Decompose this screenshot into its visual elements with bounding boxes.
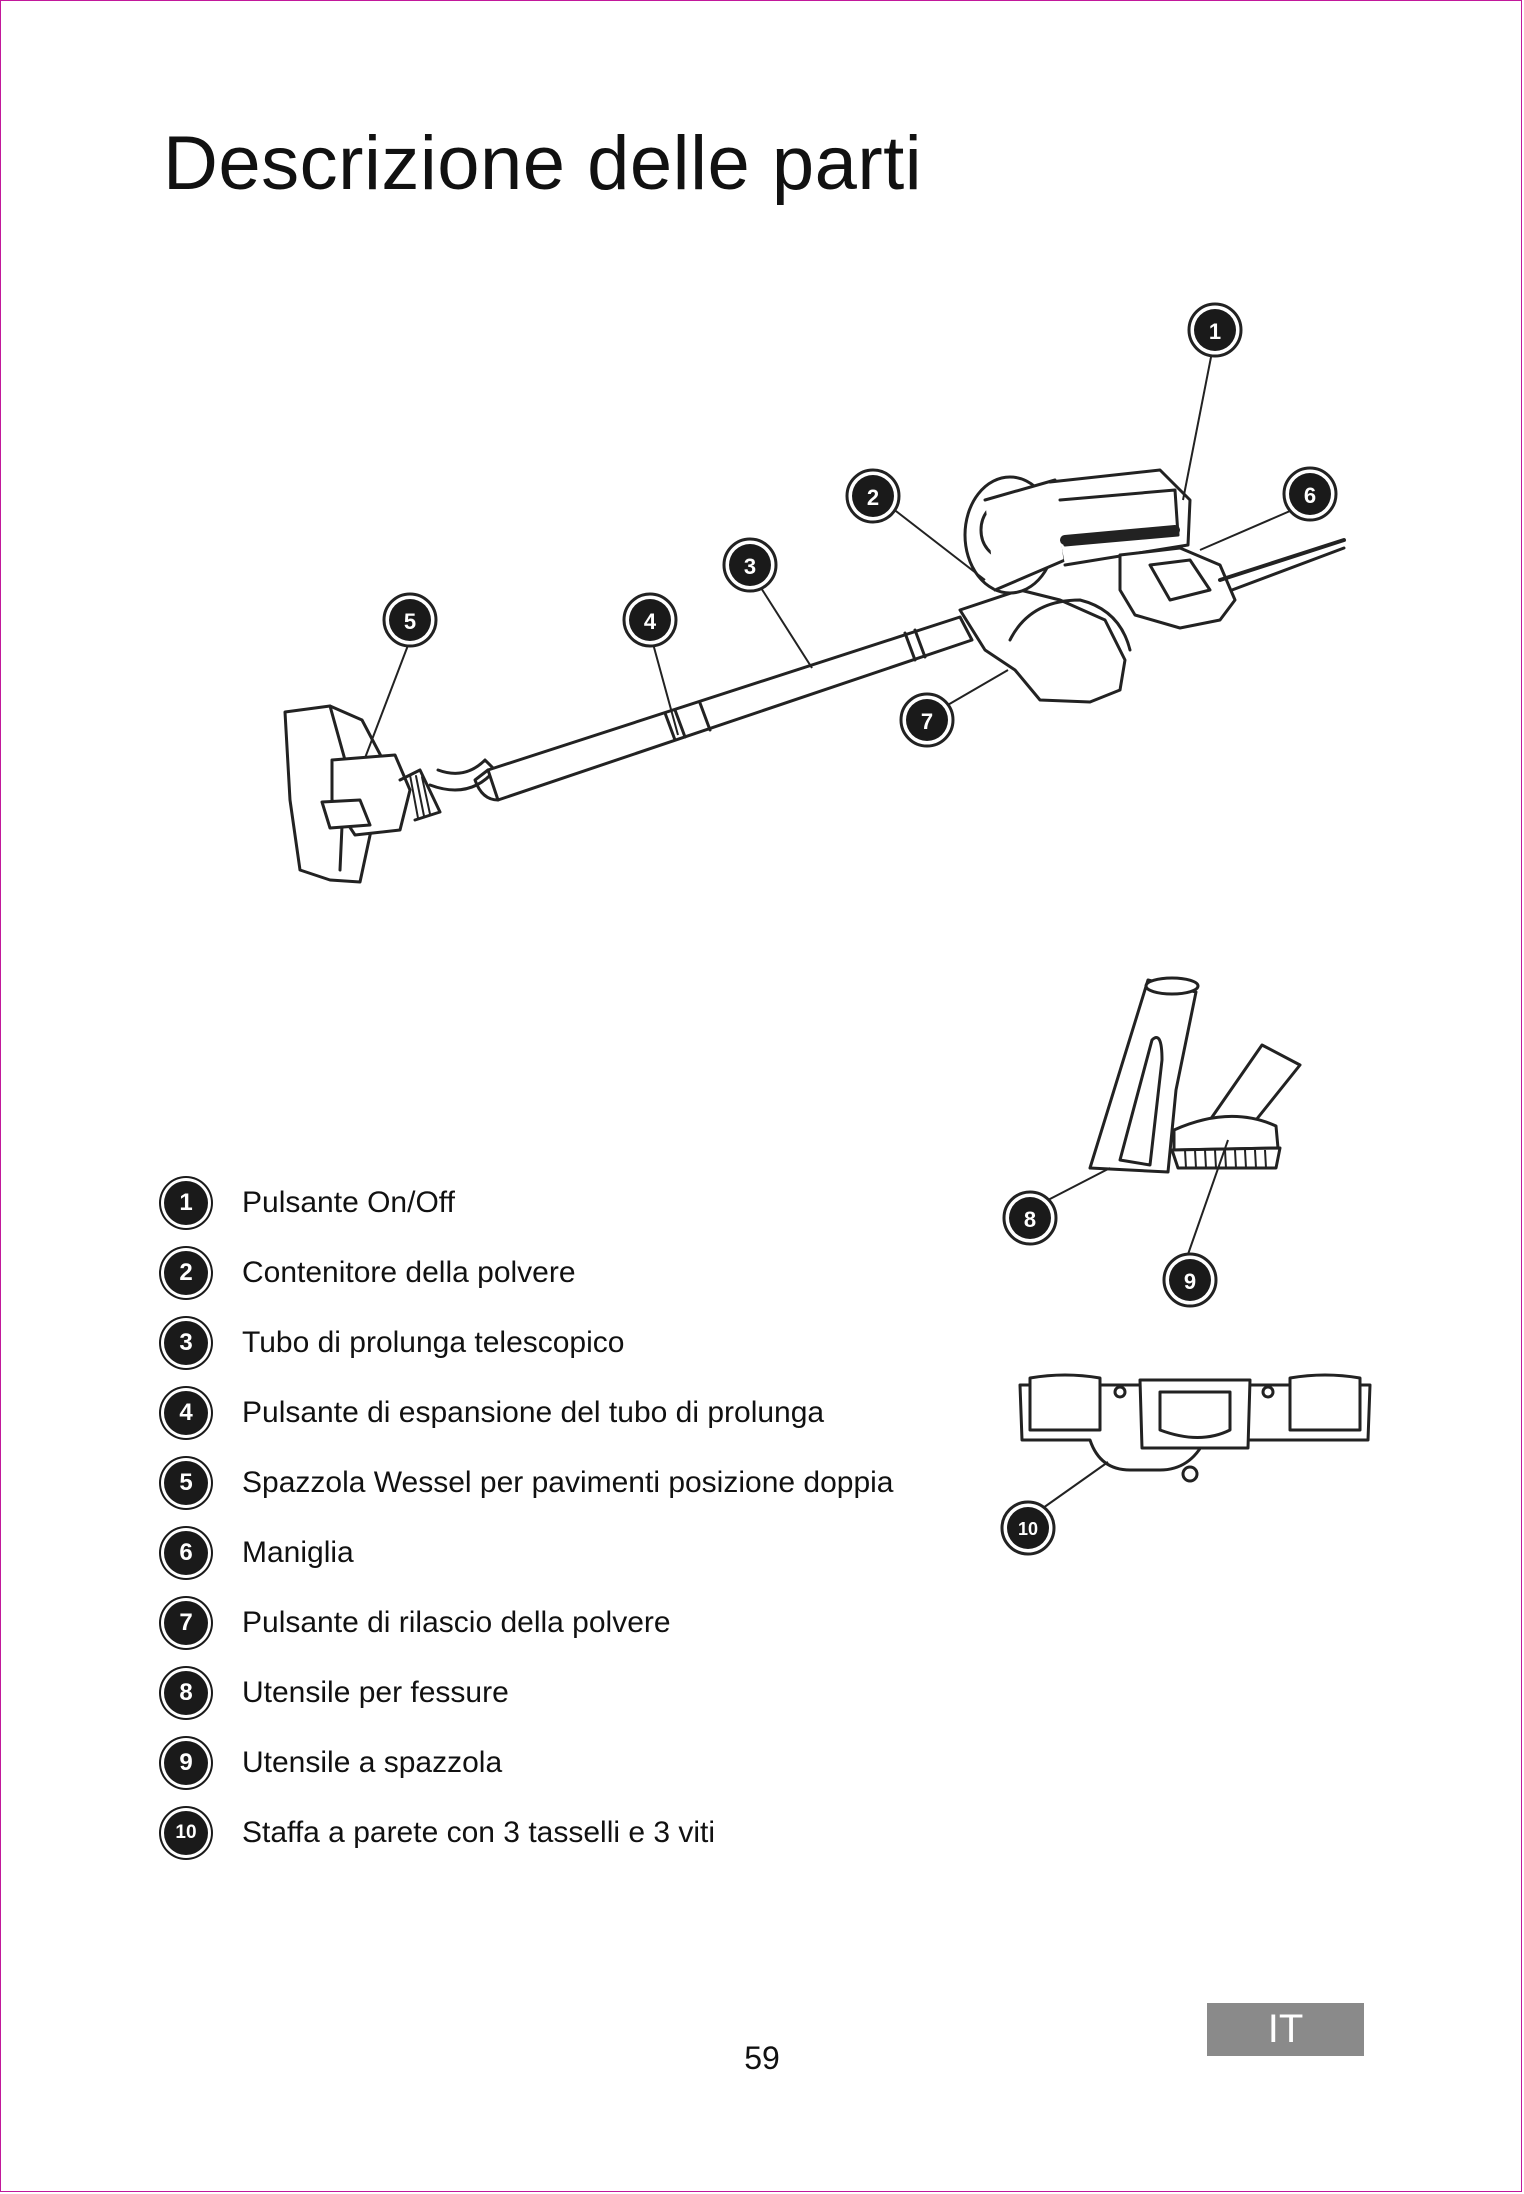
part-number-badge: 7 — [164, 1601, 208, 1645]
handle-drawing — [1118, 546, 1237, 630]
svg-text:5: 5 — [404, 609, 416, 634]
part-number-badge: 8 — [164, 1671, 208, 1715]
part-number-badge: 4 — [164, 1391, 208, 1435]
callout-4: 4 — [622, 592, 678, 648]
part-number-badge: 6 — [164, 1531, 208, 1575]
callout-2: 2 — [845, 468, 901, 524]
part-number-badge: 10 — [164, 1811, 208, 1855]
list-item: 1 Pulsante On/Off — [164, 1168, 894, 1238]
svg-text:3: 3 — [744, 554, 756, 579]
list-item: 2 Contenitore della polvere — [164, 1238, 894, 1308]
svg-text:8: 8 — [1024, 1207, 1036, 1232]
page-number: 59 — [744, 2040, 780, 2076]
callout-9: 9 — [1162, 1252, 1218, 1308]
list-item: 7 Pulsante di rilascio della polvere — [164, 1588, 894, 1658]
part-label: Pulsante On/Off — [242, 1186, 455, 1219]
svg-text:7: 7 — [921, 709, 933, 734]
part-number-badge: 5 — [164, 1461, 208, 1505]
callout-3: 3 — [722, 537, 778, 593]
svg-text:9: 9 — [1184, 1269, 1196, 1294]
svg-text:4: 4 — [644, 609, 657, 634]
part-number-badge: 9 — [164, 1741, 208, 1785]
part-label: Staffa a parete con 3 tasselli e 3 viti — [242, 1816, 716, 1849]
svg-text:6: 6 — [1304, 483, 1316, 508]
part-label: Utensile a spazzola — [242, 1746, 503, 1779]
extension-tube-drawing — [486, 615, 974, 802]
callout-5: 5 — [382, 592, 438, 648]
svg-text:1: 1 — [1209, 319, 1221, 344]
callout-6: 6 — [1282, 466, 1338, 522]
list-item: 10 Staffa a parete con 3 tasselli e 3 vi… — [164, 1798, 894, 1868]
part-number-badge: 3 — [164, 1321, 208, 1365]
callout-10: 10 — [1000, 1500, 1056, 1556]
part-label: Tubo di prolunga telescopico — [242, 1326, 625, 1359]
list-item: 8 Utensile per fessure — [164, 1658, 894, 1728]
part-label: Contenitore della polvere — [242, 1256, 576, 1289]
callout-7: 7 — [899, 692, 955, 748]
part-label: Maniglia — [242, 1536, 354, 1569]
main-body-drawing — [958, 588, 1127, 704]
part-number-badge: 2 — [164, 1251, 208, 1295]
svg-text:2: 2 — [867, 485, 879, 510]
callout-1: 1 — [1187, 302, 1243, 358]
part-number-badge: 1 — [164, 1181, 208, 1225]
list-item: 9 Utensile a spazzola — [164, 1728, 894, 1798]
part-label: Utensile per fessure — [242, 1676, 509, 1709]
list-item: 3 Tubo di prolunga telescopico — [164, 1308, 894, 1378]
list-item: 5 Spazzola Wessel per pavimenti posizion… — [164, 1448, 894, 1518]
callout-8: 8 — [1002, 1190, 1058, 1246]
page-title: Descrizione delle parti — [163, 121, 923, 206]
parts-list: 1 Pulsante On/Off 2 Contenitore della po… — [164, 1168, 894, 1868]
list-item: 4 Pulsante di espansione del tubo di pro… — [164, 1378, 894, 1448]
svg-text:10: 10 — [1018, 1519, 1038, 1539]
language-badge: IT — [1207, 2003, 1364, 2056]
part-label: Pulsante di espansione del tubo di prolu… — [242, 1396, 825, 1429]
part-label: Spazzola Wessel per pavimenti posizione … — [242, 1466, 894, 1499]
list-item: 6 Maniglia — [164, 1518, 894, 1588]
part-label: Pulsante di rilascio della polvere — [242, 1606, 671, 1639]
